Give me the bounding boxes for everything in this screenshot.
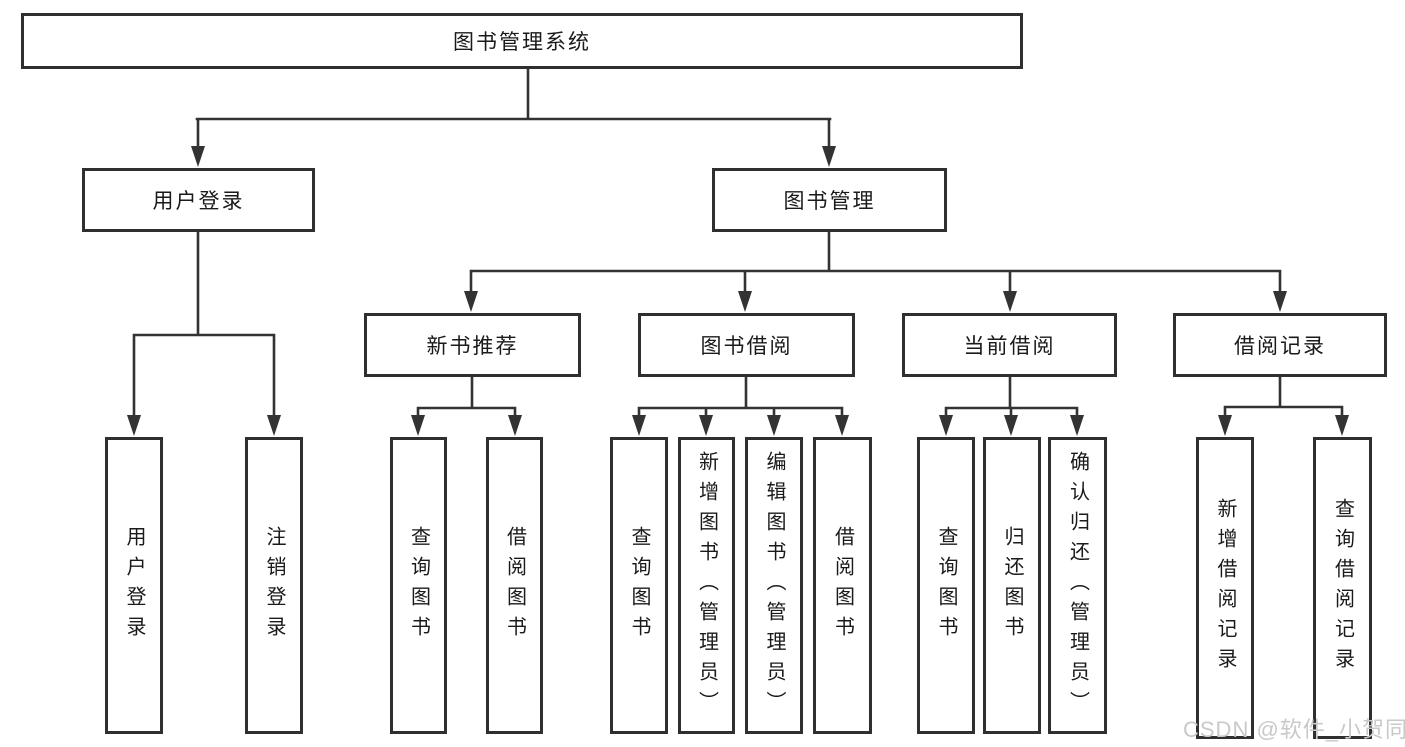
node-new-book-recommendation: 新书推荐 (364, 313, 581, 377)
leaf-borrow-books-borrowing: 借阅图书 (813, 437, 872, 734)
leaf-return-books: 归还图书 (983, 437, 1041, 734)
node-user-login: 用户登录 (82, 168, 315, 232)
node-label: 注销登录 (263, 525, 285, 646)
node-label: 借阅图书 (831, 525, 854, 646)
leaf-query-books-current: 查询图书 (917, 437, 975, 734)
leaf-borrow-books-recommend: 借阅图书 (486, 437, 543, 734)
node-label: 借阅记录 (1234, 335, 1326, 358)
leaf-user-login: 用户登录 (105, 437, 163, 734)
leaf-confirm-return-admin: 确认归还（管理员） (1048, 437, 1107, 734)
node-label: 查询图书 (407, 525, 430, 646)
node-label: 图书管理 (783, 190, 876, 213)
node-label: 确认归还（管理员） (1066, 450, 1089, 721)
leaf-edit-book-admin: 编辑图书（管理员） (745, 437, 803, 734)
node-label: 新增借阅记录 (1214, 498, 1236, 678)
node-borrowing-records: 借阅记录 (1173, 313, 1387, 377)
node-label: 当前借阅 (963, 335, 1056, 358)
leaf-query-books-recommend: 查询图书 (390, 437, 447, 734)
node-label: 编辑图书（管理员） (763, 450, 785, 721)
leaf-logout: 注销登录 (245, 437, 303, 734)
node-label: 新增图书（管理员） (695, 450, 718, 721)
leaf-add-book-admin: 新增图书（管理员） (678, 437, 735, 734)
node-label: 图书借阅 (700, 335, 793, 358)
leaf-query-books-borrowing: 查询图书 (610, 437, 668, 734)
leaf-add-borrow-record: 新增借阅记录 (1196, 437, 1254, 739)
csdn-watermark: CSDN @软件_小贺同学 (1183, 717, 1405, 742)
node-system-root: 图书管理系统 (21, 13, 1023, 69)
node-label: 查询图书 (628, 525, 650, 646)
node-book-borrowing: 图书借阅 (638, 313, 855, 377)
node-label: 查询图书 (935, 525, 957, 646)
node-book-management: 图书管理 (712, 168, 947, 232)
node-label: 归还图书 (1001, 525, 1023, 646)
node-label: 查询借阅记录 (1331, 498, 1354, 678)
leaf-query-borrow-record: 查询借阅记录 (1313, 437, 1372, 739)
node-label: 用户登录 (152, 190, 245, 213)
node-label: 借阅图书 (503, 525, 526, 646)
node-label: 新书推荐 (426, 335, 519, 358)
node-current-borrowing: 当前借阅 (902, 313, 1117, 377)
node-label: 图书管理系统 (453, 31, 591, 54)
node-label: 用户登录 (123, 525, 145, 646)
